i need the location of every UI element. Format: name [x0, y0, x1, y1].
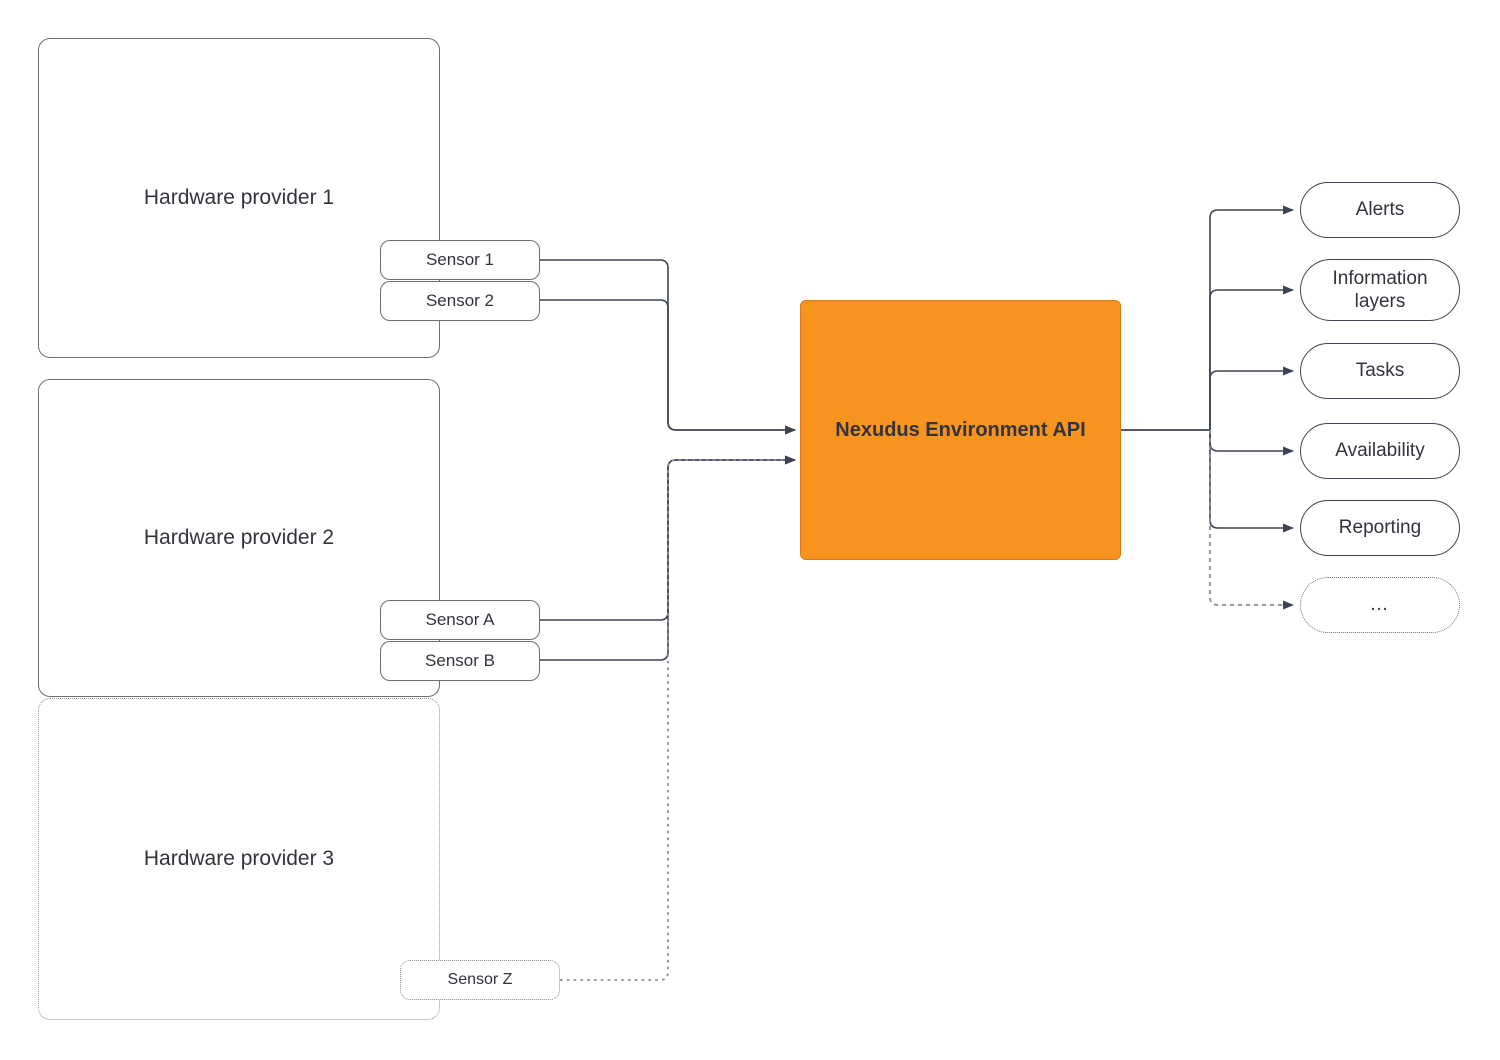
- api-block-label: Nexudus Environment API: [835, 418, 1086, 441]
- output-node-more[interactable]: …: [1300, 577, 1460, 633]
- connector-api-to-reporting: [1209, 430, 1294, 533]
- output-label: Availability: [1335, 440, 1425, 462]
- provider-box-hardware-provider-1[interactable]: Hardware provider 1: [38, 38, 440, 358]
- connector-api-to-alerts: [1209, 205, 1294, 430]
- provider-label: Hardware provider 3: [143, 846, 335, 870]
- sensor-box-sensor-b[interactable]: Sensor B: [380, 641, 540, 681]
- connector-api-to-availability: [1209, 430, 1294, 456]
- sensor-box-sensor-2[interactable]: Sensor 2: [380, 281, 540, 321]
- sensor-label: Sensor A: [425, 610, 495, 629]
- connector-sensor-b-to-api: [540, 455, 796, 661]
- output-node-alerts[interactable]: Alerts: [1300, 182, 1460, 238]
- connector-sensor-a-to-api: [540, 455, 796, 621]
- sensor-label: Sensor Z: [447, 971, 513, 988]
- output-label: Tasks: [1355, 360, 1405, 382]
- sensor-label: Sensor 1: [425, 250, 495, 269]
- provider-label: Hardware provider 1: [143, 185, 335, 209]
- connector-api-to-information-layers: [1209, 285, 1294, 430]
- output-label: Information layers: [1332, 267, 1428, 312]
- output-label: Reporting: [1338, 517, 1422, 539]
- output-node-information-layers[interactable]: Information layers: [1300, 259, 1460, 321]
- connector-sensor-z-to-api: [560, 455, 796, 981]
- output-node-reporting[interactable]: Reporting: [1300, 500, 1460, 556]
- provider-box-hardware-provider-3[interactable]: Hardware provider 3: [38, 698, 440, 1020]
- provider-label: Hardware provider 2: [143, 525, 335, 549]
- sensor-label: Sensor B: [425, 651, 495, 670]
- api-block-nexudus-environment-api[interactable]: Nexudus Environment API: [800, 300, 1121, 560]
- output-label: Alerts: [1355, 199, 1405, 221]
- output-node-availability[interactable]: Availability: [1300, 423, 1460, 479]
- output-label: …: [1369, 594, 1391, 616]
- sensor-box-sensor-a[interactable]: Sensor A: [380, 600, 540, 640]
- sensor-label: Sensor 2: [425, 291, 495, 310]
- connector-api-to-tasks: [1209, 366, 1294, 430]
- provider-box-hardware-provider-2[interactable]: Hardware provider 2: [38, 379, 440, 697]
- output-node-tasks[interactable]: Tasks: [1300, 343, 1460, 399]
- connector-sensor-2-to-api: [540, 299, 796, 435]
- connector-sensor-1-to-api: [540, 259, 796, 435]
- sensor-box-sensor-z[interactable]: Sensor Z: [400, 960, 560, 1000]
- sensor-box-sensor-1[interactable]: Sensor 1: [380, 240, 540, 280]
- connector-api-to-more: [1209, 430, 1294, 610]
